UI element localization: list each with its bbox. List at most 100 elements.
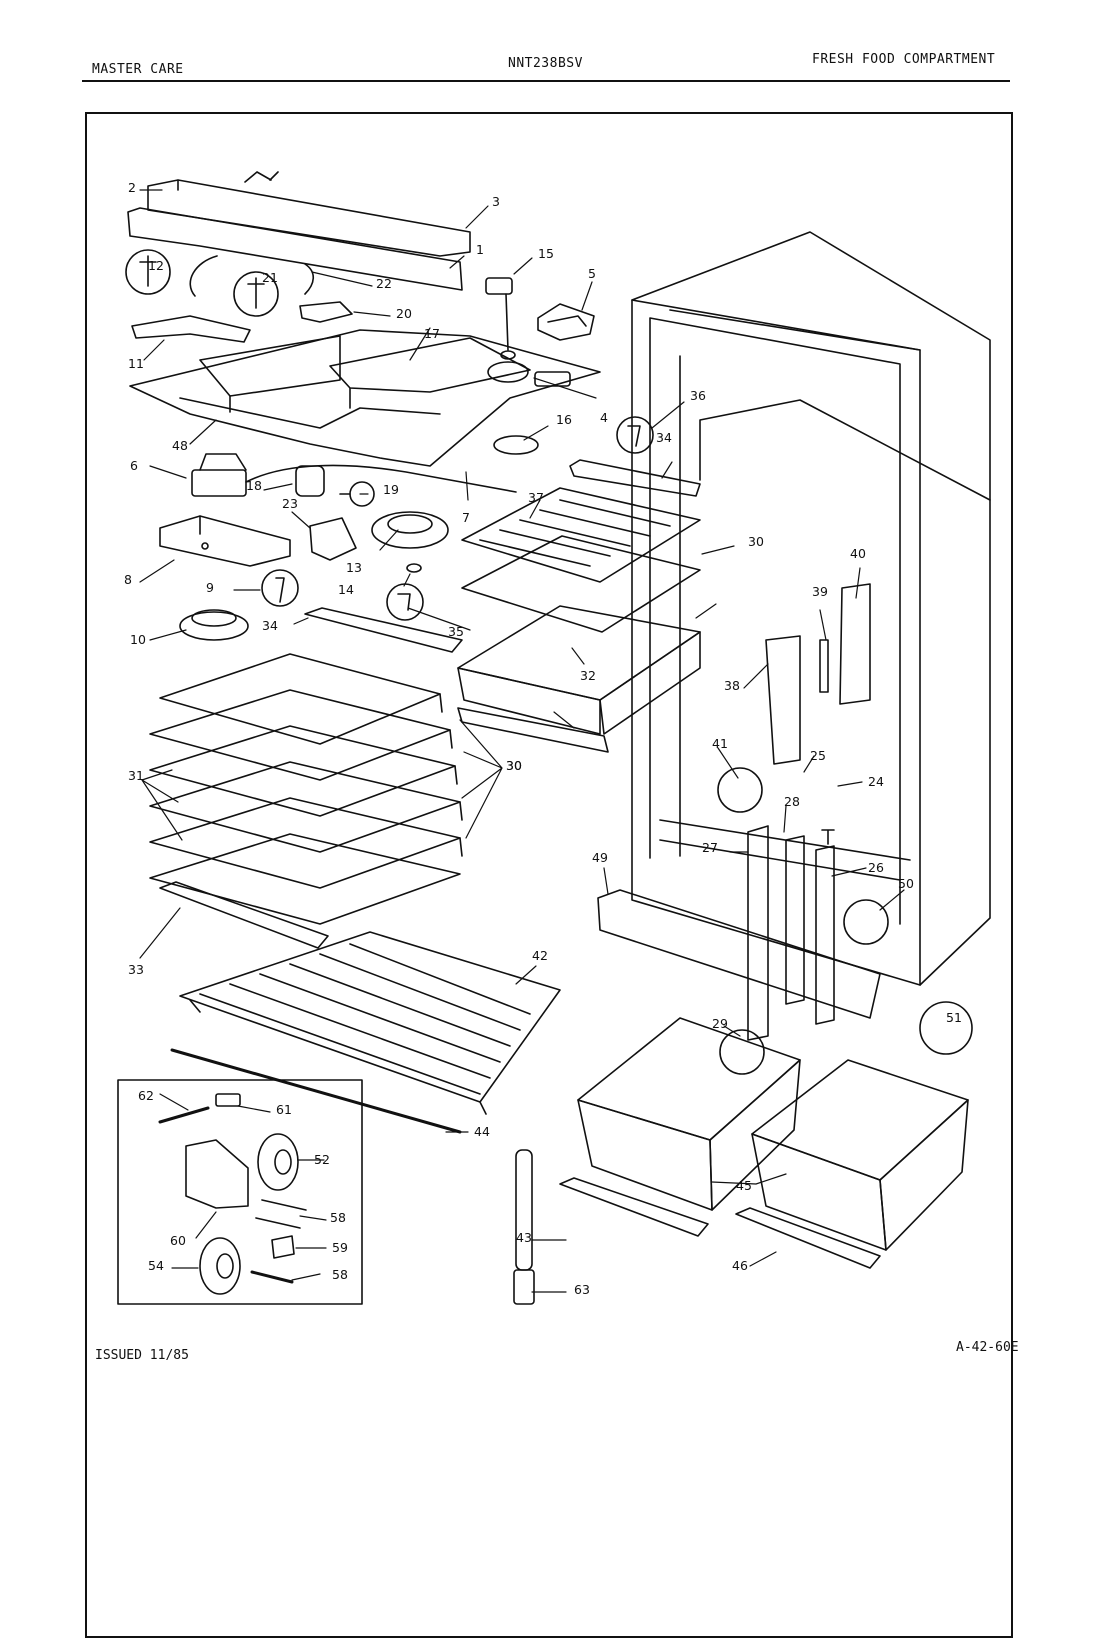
- roller-retainer: [271, 1235, 295, 1259]
- callout-label-13: 13: [346, 560, 362, 575]
- callout-label-32: 32: [580, 668, 596, 683]
- callout-label-45: 45: [736, 1178, 752, 1193]
- shelf-bracket-left: [765, 635, 801, 765]
- support-screw: [821, 829, 835, 845]
- callout-label-62: 62: [138, 1088, 154, 1103]
- callout-label-9: 9: [206, 580, 214, 595]
- light-bulb: [339, 481, 375, 507]
- callout-label-8: 8: [124, 572, 132, 587]
- callout-label-10: 10: [130, 632, 146, 647]
- crisper-pan-left: [577, 1017, 801, 1211]
- header-rule: [82, 80, 1010, 82]
- callout-label-24: 24: [868, 774, 884, 789]
- fan-grille: [179, 609, 249, 641]
- callout-label-30: 30: [506, 758, 522, 773]
- callout-label-43: 43: [516, 1230, 532, 1245]
- control-box-mount: [159, 515, 291, 567]
- bottom-rail-grille: [597, 889, 881, 1019]
- roller-wheel-upper: [257, 1133, 299, 1191]
- detail-circle-left: [125, 249, 171, 295]
- shelf-front-trim-lower: [304, 607, 463, 653]
- callout-label-63: 63: [574, 1282, 590, 1297]
- callout-label-23: 23: [282, 496, 298, 511]
- roller-wheel-lower: [199, 1237, 241, 1295]
- callout-label-31: 31: [128, 768, 144, 783]
- callout-label-48: 48: [172, 438, 188, 453]
- header-model-number: NNT238BSV: [508, 56, 583, 71]
- detail-circle-right: [233, 271, 279, 317]
- light-shield-part: [537, 303, 595, 341]
- shelf-rear-trim: [159, 881, 329, 949]
- callout-label-28: 28: [784, 794, 800, 809]
- roller-kit-inset: [117, 1079, 363, 1305]
- callout-label-37: 37: [528, 490, 544, 505]
- callout-label-21: 21: [262, 270, 278, 285]
- upper-wire-shelf: [461, 487, 701, 633]
- callout-label-60: 60: [170, 1233, 186, 1248]
- glass-shelf-stack: [149, 653, 463, 925]
- callout-label-22: 22: [376, 276, 392, 291]
- socket-plate: [299, 301, 353, 323]
- callout-label-59: 59: [332, 1240, 348, 1255]
- callout-label-30: 30: [748, 534, 764, 549]
- leveler-detail-circle: [843, 899, 889, 945]
- callout-label-12: 12: [148, 258, 164, 273]
- callout-label-51: 51: [946, 1010, 962, 1025]
- roller-pins: [255, 1199, 307, 1229]
- callout-label-27: 27: [702, 840, 718, 855]
- crisper-divider-detail-circle: [719, 1029, 765, 1075]
- shelf-ladder-middle: [785, 835, 805, 1005]
- callout-label-11: 11: [128, 356, 144, 371]
- bracket-detail-circle: [717, 767, 763, 813]
- callout-label-35: 35: [448, 624, 464, 639]
- roller-shaft: [250, 1270, 294, 1284]
- thermostat-control: [191, 453, 517, 497]
- leveling-leg-circle: [919, 1001, 973, 1055]
- callout-label-18: 18: [246, 478, 262, 493]
- callout-label-6: 6: [130, 458, 138, 473]
- wire-harness-left: [189, 255, 315, 297]
- cabinet-liner: [631, 231, 991, 986]
- callout-label-50: 50: [898, 876, 914, 891]
- callout-label-39: 39: [812, 584, 828, 599]
- callout-label-25: 25: [810, 748, 826, 763]
- callout-label-4: 4: [600, 410, 608, 425]
- callout-label-17: 17: [424, 326, 440, 341]
- callout-label-61: 61: [276, 1102, 292, 1117]
- callout-label-16: 16: [556, 412, 572, 427]
- callout-leader-lines: [139, 189, 905, 1293]
- crisper-cover-rod: [170, 1048, 462, 1134]
- callout-label-19: 19: [383, 482, 399, 497]
- light-socket-bracket: [131, 315, 251, 343]
- callout-label-58: 58: [330, 1210, 346, 1225]
- callout-label-5: 5: [588, 266, 596, 281]
- header-section-title: FRESH FOOD COMPARTMENT: [812, 52, 996, 67]
- callout-label-34: 34: [262, 618, 278, 633]
- callout-label-3: 3: [492, 194, 500, 209]
- callout-label-52: 52: [314, 1152, 330, 1167]
- callout-label-26: 26: [868, 860, 884, 875]
- shelf-ladder-left: [747, 825, 769, 1041]
- callout-label-33: 33: [128, 962, 144, 977]
- callout-label-20: 20: [396, 306, 412, 321]
- crisper-pan-front-rails: [559, 1177, 881, 1269]
- shelf-front-trim-upper: [569, 459, 701, 497]
- callout-label-7: 7: [462, 510, 470, 525]
- callout-label-49: 49: [592, 850, 608, 865]
- callout-label-1: 1: [476, 242, 484, 257]
- fan-blade: [371, 511, 449, 549]
- footer-issue-date: ISSUED 11/85: [95, 1348, 189, 1363]
- callout-label-42: 42: [532, 948, 548, 963]
- callout-label-30: 30: [506, 758, 522, 773]
- callout-label-46: 46: [732, 1258, 748, 1273]
- meat-pan-rail: [457, 707, 609, 753]
- callout-label-15: 15: [538, 246, 554, 261]
- control-housing-top-strip: [127, 171, 471, 291]
- roller-axle-screw: [158, 1106, 210, 1124]
- shelf-rail-detail-circle: [386, 583, 424, 621]
- fan-hub-washer: [406, 563, 422, 573]
- callout-label-40: 40: [850, 546, 866, 561]
- callout-label-14: 14: [338, 582, 354, 597]
- shelf-stud: [819, 639, 829, 693]
- callout-label-54: 54: [148, 1258, 164, 1273]
